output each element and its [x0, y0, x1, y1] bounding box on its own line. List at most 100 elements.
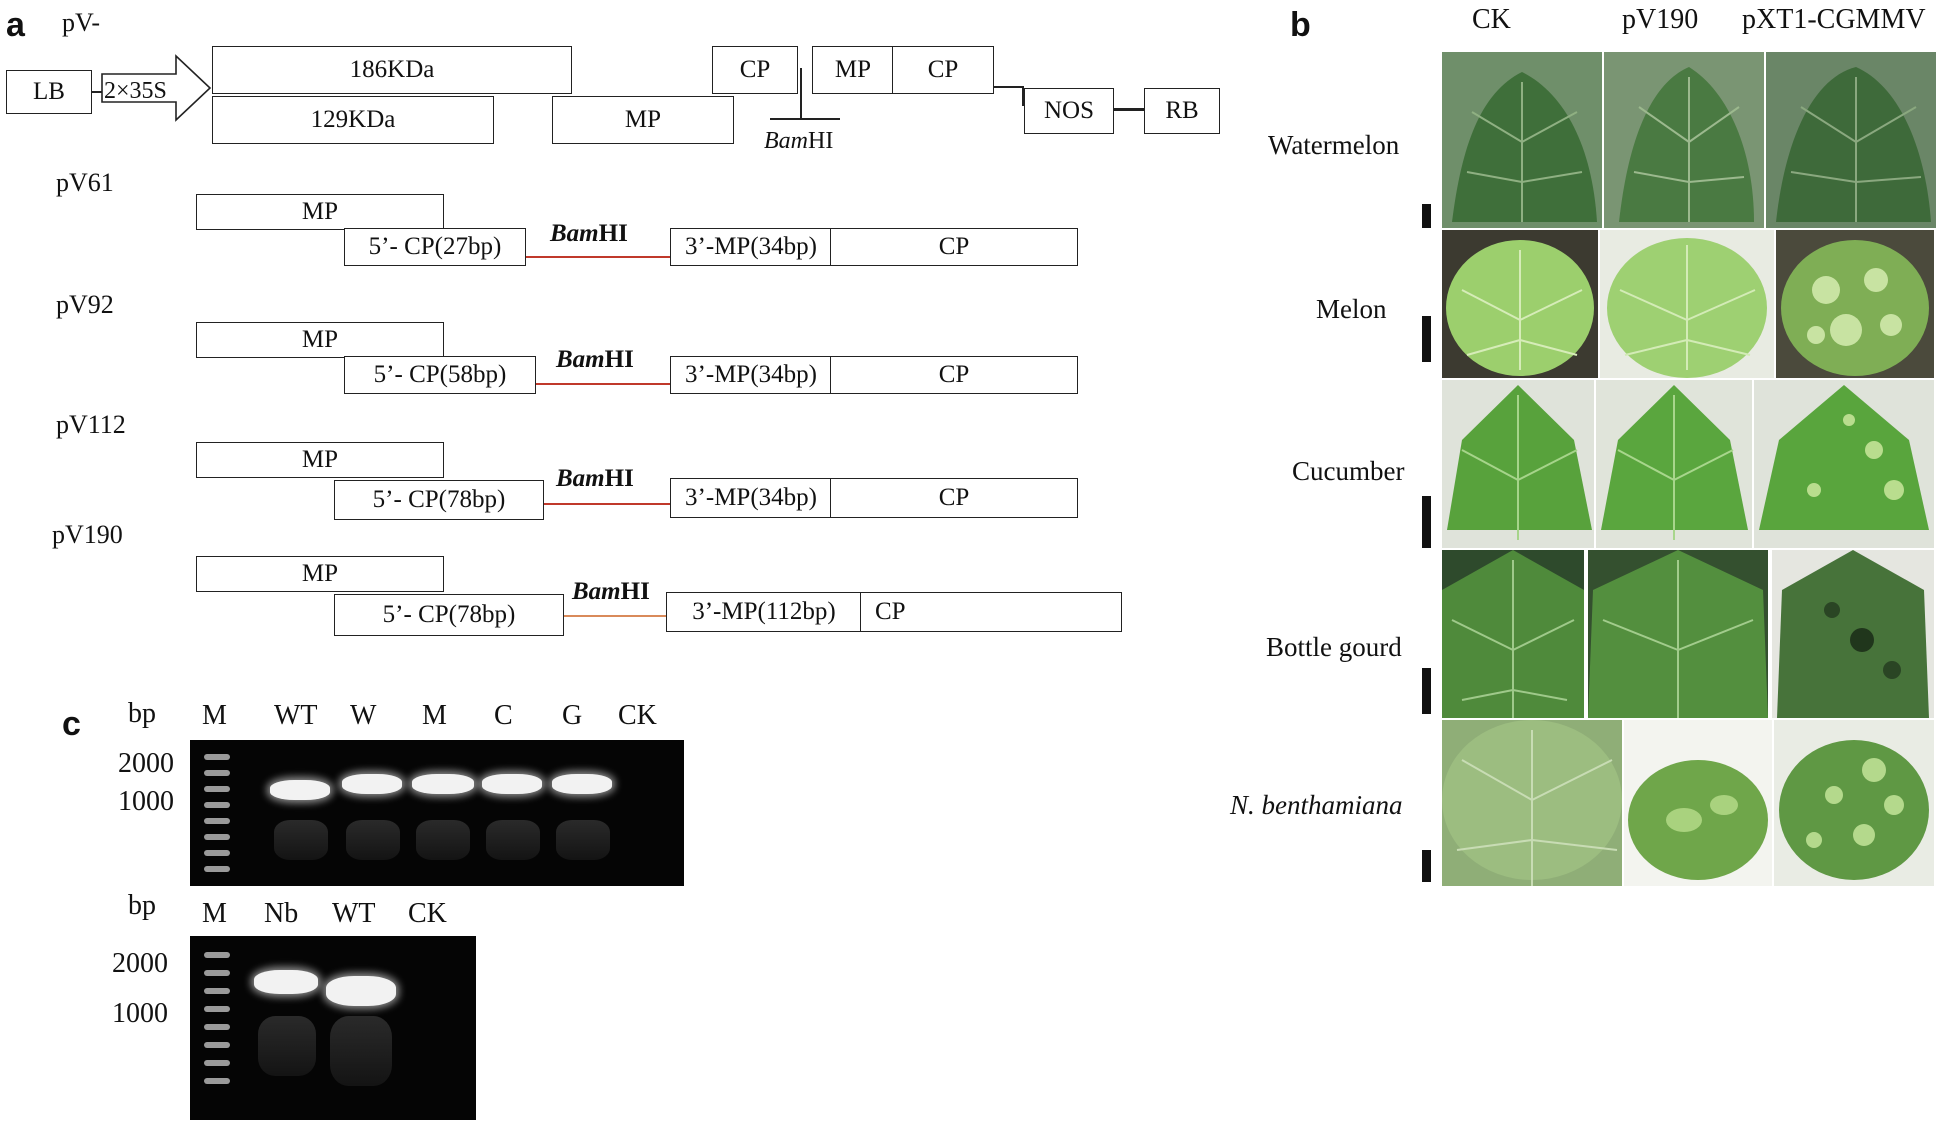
gel1-marker-2000: 2000 — [118, 748, 174, 779]
ladder-band — [204, 1060, 230, 1066]
construct-name-pv190: pV190 — [52, 520, 123, 549]
band-m — [412, 774, 474, 794]
gel2-lane-m: M — [202, 898, 227, 929]
bamhi-label-pv190: BamHI — [572, 578, 650, 606]
bamhi-italic-text: Bam — [550, 220, 599, 247]
gel1-lane-m: M — [202, 700, 227, 731]
gel1-lane-wt: WT — [274, 700, 318, 731]
promoter-arrow-shape — [101, 54, 212, 122]
ladder-band — [204, 850, 230, 856]
connector-line — [1022, 86, 1024, 106]
leaf-photo-cucumber-cgmmv — [1754, 380, 1934, 548]
nos-box: NOS — [1024, 88, 1114, 134]
ladder-band — [204, 1024, 230, 1030]
bamhi-linker-pv112 — [544, 503, 670, 505]
bamhi-site-bar — [770, 118, 840, 120]
ladder-band — [204, 802, 230, 808]
bamhi-site-label: BamHI — [764, 128, 833, 155]
smear — [486, 820, 540, 860]
bamhi-rest-text: HI — [604, 465, 634, 492]
leaf-photo-bottlegourd-cgmmv — [1772, 550, 1934, 718]
bamhi-italic-text: Bam — [556, 346, 605, 373]
bamhi-rest-text: HI — [620, 578, 650, 605]
column-header-ck: CK — [1472, 4, 1511, 35]
ladder-band — [204, 818, 230, 824]
gel2-image — [190, 936, 476, 1120]
gel2-marker-2000: 2000 — [112, 948, 168, 979]
bamhi-linker-pv92 — [536, 383, 670, 385]
leaf-photo-cucumber-ck — [1442, 380, 1594, 548]
cp-box-pv112: CP — [830, 478, 1078, 518]
connector-line — [1114, 108, 1144, 111]
protein-129kda-box: 129KDa — [212, 96, 494, 144]
scale-bar — [1422, 316, 1431, 362]
bamhi-site-tick — [800, 68, 802, 120]
leaf-photo-melon-ck — [1442, 230, 1598, 378]
gel2-marker-1000: 1000 — [112, 998, 168, 1029]
construct-name-pv112: pV112 — [56, 410, 126, 439]
leaf-photo-watermelon-cgmmv — [1766, 52, 1936, 228]
leaf-photo-watermelon-ck — [1442, 52, 1602, 228]
band-wt — [326, 976, 396, 1006]
ladder-band — [204, 952, 230, 958]
bamhi-label-pv112: BamHI — [556, 465, 634, 493]
construct-name-pv92: pV92 — [56, 290, 114, 319]
ladder-band — [204, 1042, 230, 1048]
ladder-band — [204, 866, 230, 872]
mp-box-top: MP — [552, 96, 734, 144]
scale-bar — [1422, 850, 1431, 882]
bamhi-italic-text: Bam — [556, 465, 605, 492]
leaf-photo-bottlegourd-pv190 — [1588, 550, 1768, 718]
mp3-box-pv61: 3’-MP(34bp) — [670, 228, 832, 266]
gel1-bp-label: bp — [128, 698, 156, 729]
band-c — [482, 774, 542, 794]
ladder-band — [204, 1006, 230, 1012]
leaf-photo-bottlegourd-ck — [1442, 550, 1584, 718]
bamhi-label-pv61: BamHI — [550, 220, 628, 248]
band-nb — [254, 970, 318, 994]
cp5-box-pv190: 5’- CP(78bp) — [334, 594, 564, 636]
scale-bar — [1422, 496, 1431, 548]
mp-box-pv112: MP — [196, 442, 444, 478]
column-header-pv190: pV190 — [1622, 4, 1699, 35]
gel1-image — [190, 740, 684, 886]
leaf-photo-melon-pv190 — [1600, 230, 1774, 378]
connector-line — [994, 86, 1024, 88]
gel1-lane-c: C — [494, 700, 513, 731]
scale-bar — [1422, 204, 1431, 228]
ladder-band — [204, 1078, 230, 1084]
gel1-lane-m2: M — [422, 700, 447, 731]
ladder-band — [204, 988, 230, 994]
mp-box-top-right: MP — [812, 46, 894, 94]
bamhi-label-pv92: BamHI — [556, 346, 634, 374]
gel1-marker-1000: 1000 — [118, 786, 174, 817]
leaf-photo-nbenthamiana-ck — [1442, 720, 1622, 886]
cp-box-pv61: CP — [830, 228, 1078, 266]
ladder-band — [204, 786, 230, 792]
gel2-bp-label: bp — [128, 890, 156, 921]
panel-label-c: c — [62, 705, 81, 743]
gel2-lane-wt: WT — [332, 898, 376, 929]
band-wt — [270, 780, 330, 800]
mp-box-pv61: MP — [196, 194, 444, 230]
mp3-box-pv92: 3’-MP(34bp) — [670, 356, 832, 394]
lb-box: LB — [6, 70, 92, 114]
gel2-lane-nb: Nb — [264, 898, 299, 929]
cp5-box-pv61: 5’- CP(27bp) — [344, 228, 526, 266]
gel1-lane-ck: CK — [618, 700, 657, 731]
vector-prefix-label: pV- — [62, 8, 101, 37]
cp-box-top-right: CP — [892, 46, 994, 94]
row-label-bottle-gourd: Bottle gourd — [1266, 632, 1402, 662]
leaf-photo-melon-cgmmv — [1776, 230, 1934, 378]
mp-box-pv92: MP — [196, 322, 444, 358]
rb-box: RB — [1144, 88, 1220, 134]
bamhi-rest-text: HI — [604, 346, 634, 373]
smear — [274, 820, 328, 860]
bamhi-italic-text: Bam — [764, 128, 808, 154]
leaf-photo-cucumber-pv190 — [1596, 380, 1752, 548]
cp-box-top-left: CP — [712, 46, 798, 94]
row-label-watermelon: Watermelon — [1268, 130, 1400, 160]
mp3-box-pv112: 3’-MP(34bp) — [670, 478, 832, 518]
row-label-melon: Melon — [1316, 294, 1387, 324]
scale-bar — [1422, 668, 1431, 714]
